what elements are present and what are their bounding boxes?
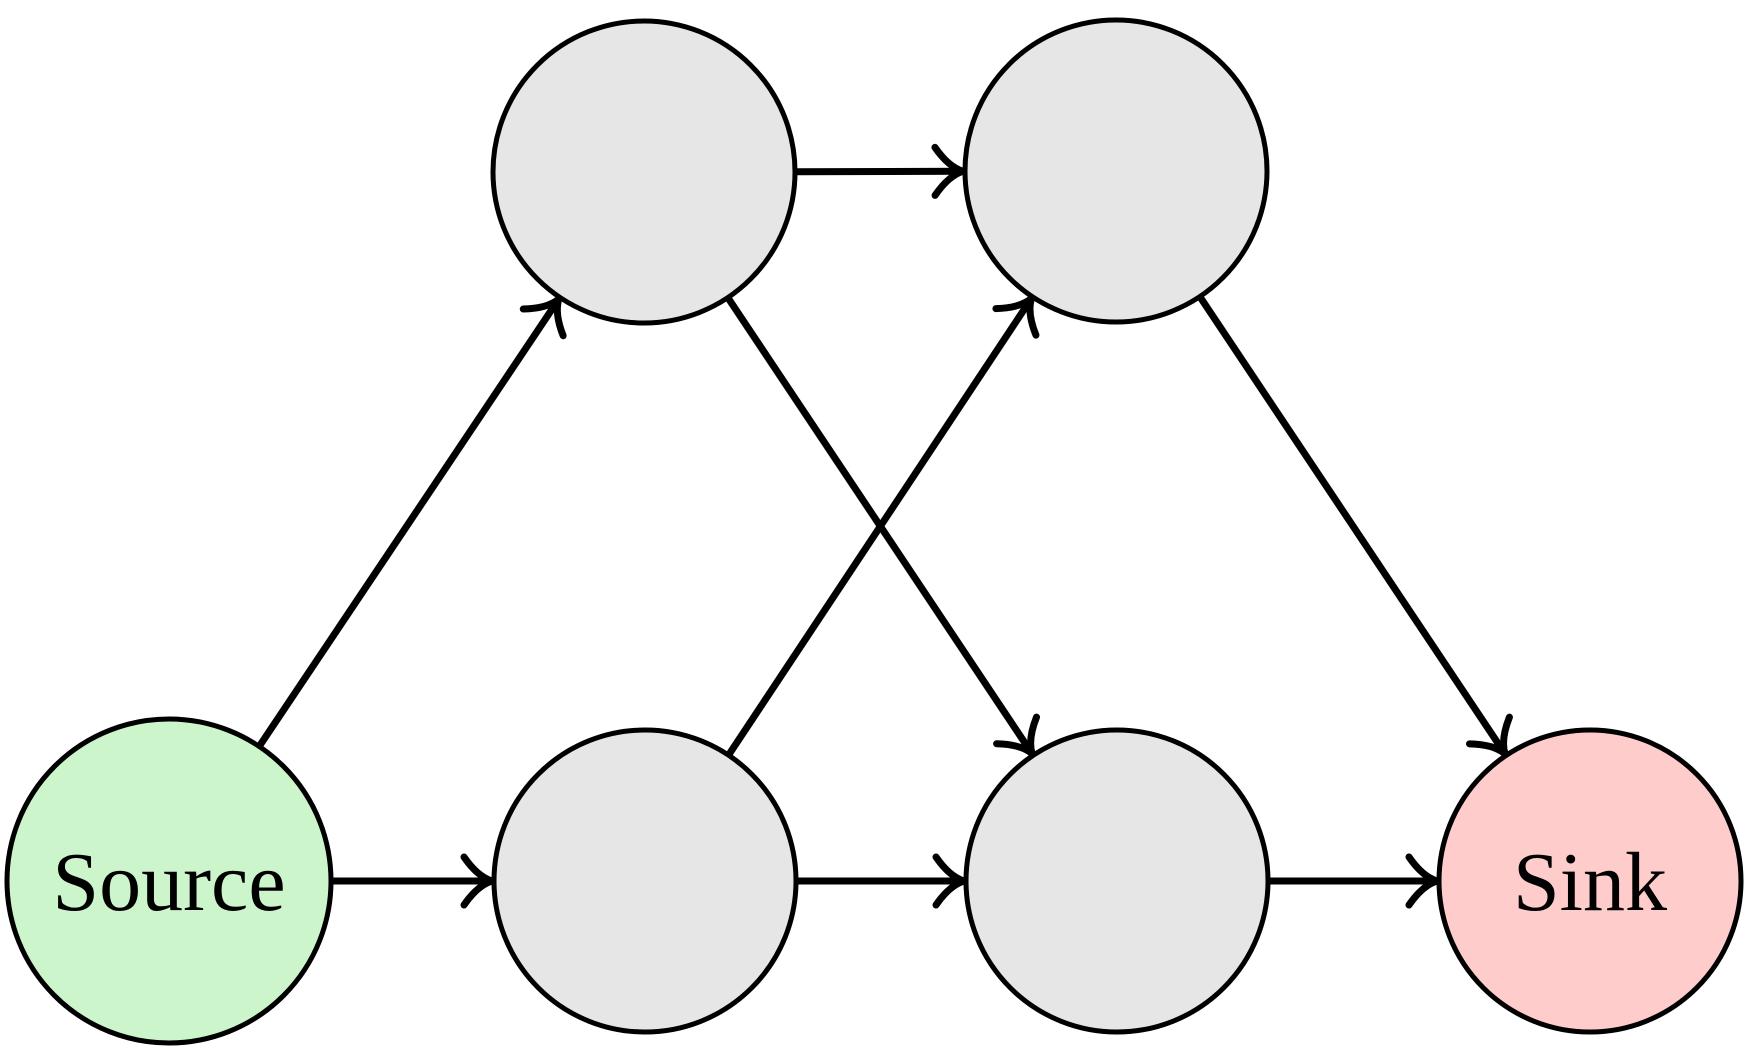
node-source [4, 716, 334, 1046]
node-top-left [490, 18, 798, 326]
node-label-sink: Sink [1513, 836, 1667, 929]
edge-top-right-sink [1196, 294, 1505, 754]
edges-layer [256, 171, 1505, 881]
nodes-layer: Source Sink [4, 17, 1744, 1046]
node-label-source: Source [52, 836, 285, 929]
edge-bottom-left-top-right [725, 299, 1032, 758]
node-bottom-left [491, 727, 799, 1035]
edge-source-top-left [256, 299, 559, 749]
node-top-right [962, 17, 1270, 325]
node-sink [1436, 727, 1744, 1035]
node-bottom-right [963, 727, 1271, 1035]
